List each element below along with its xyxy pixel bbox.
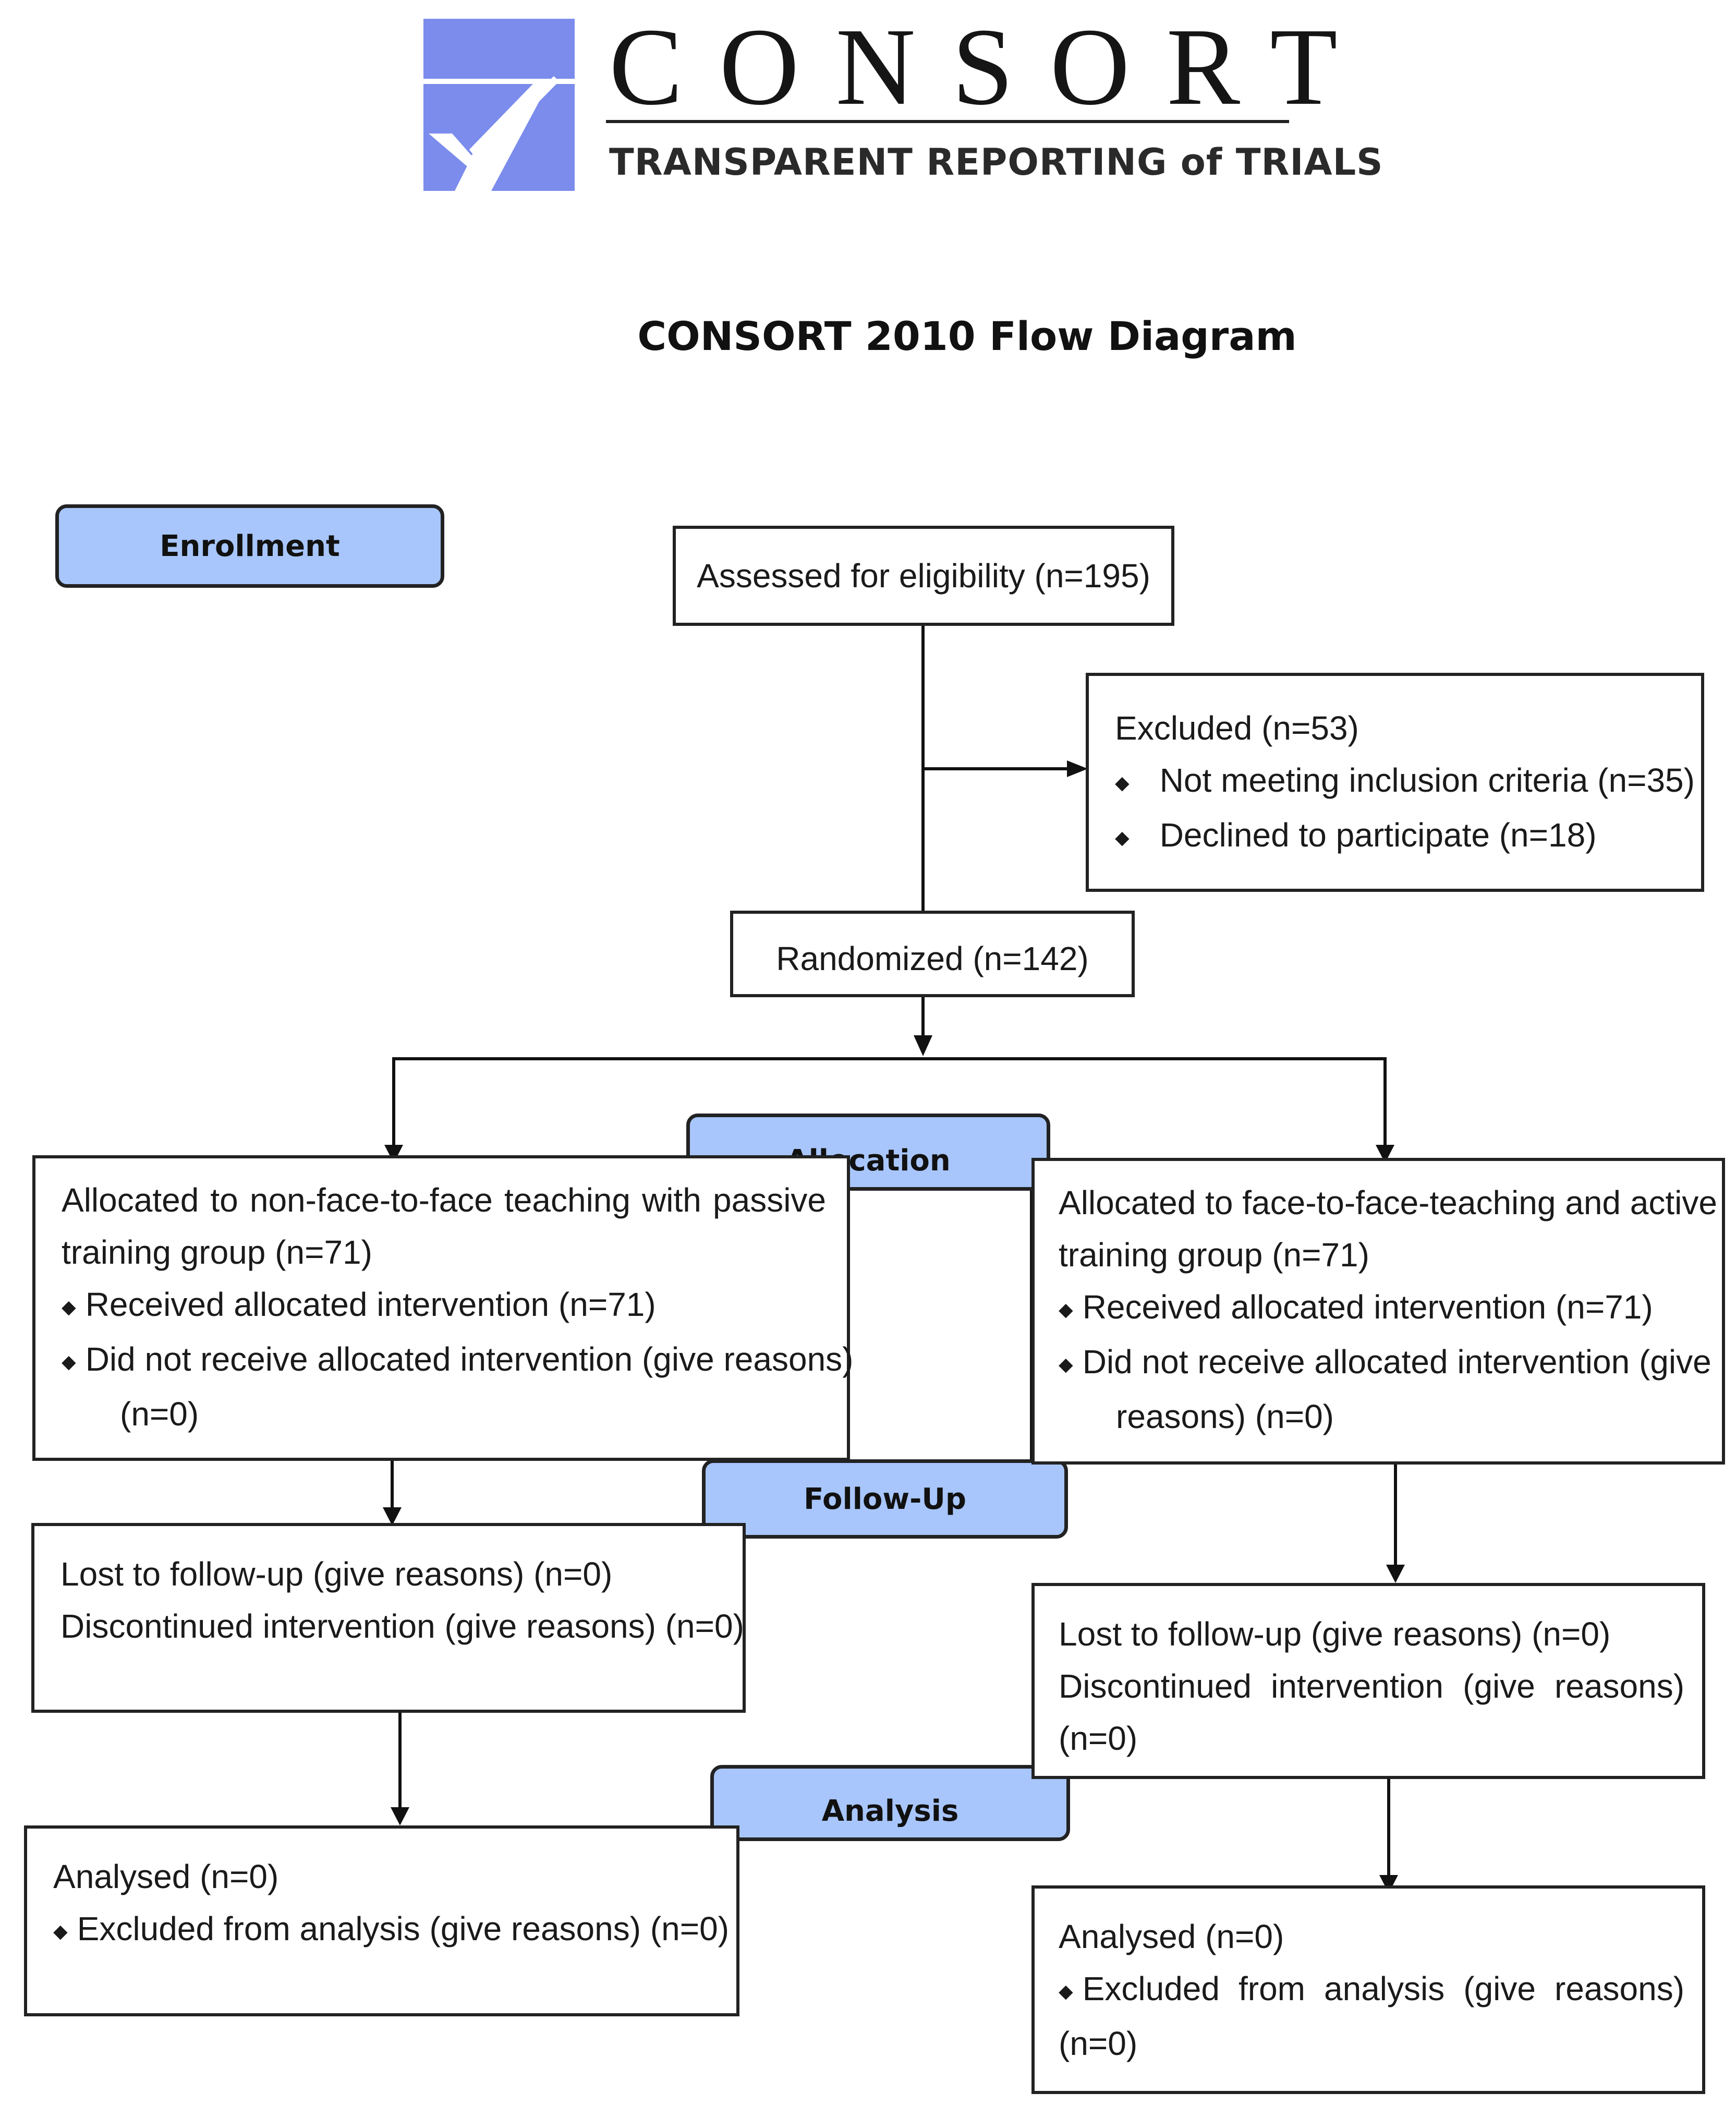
randomized-box: Randomized (n=142) xyxy=(730,911,1135,997)
right-followup-line: Discontinued intervention (give reasons) xyxy=(1059,1667,1684,1705)
bullet-icon: ◆ xyxy=(1115,772,1130,794)
consort-checkmark-icon xyxy=(423,19,575,191)
diagram-title: CONSORT 2010 Flow Diagram xyxy=(637,313,1297,359)
assessed-text: Assessed for eligibility (n=195) xyxy=(697,557,1150,595)
right-analysis-item: ◆Excluded from analysis (give reasons) xyxy=(1059,1963,1684,2017)
bullet-icon: ◆ xyxy=(1059,1980,1073,2002)
left-analysis-item: ◆Excluded from analysis (give reasons) (… xyxy=(53,1903,736,1957)
bullet-icon: ◆ xyxy=(1115,827,1130,849)
logo-divider xyxy=(606,120,1289,123)
left-allocation-item: ◆Received allocated intervention (n=71) xyxy=(62,1278,847,1333)
bullet-icon: ◆ xyxy=(1059,1353,1073,1375)
right-analysis-title: Analysed (n=0) xyxy=(1059,1918,1284,1955)
right-allocation-line: Allocated to face-to-face-teaching and a… xyxy=(1059,1184,1717,1221)
right-followup-line: Lost to follow-up (give reasons) (n=0) xyxy=(1059,1615,1611,1653)
left-allocation-trailer: (n=0) xyxy=(120,1395,199,1433)
left-followup-line: Discontinued intervention (give reasons)… xyxy=(60,1607,744,1645)
right-followup-box: Lost to follow-up (give reasons) (n=0) D… xyxy=(1031,1583,1705,1779)
left-allocation-line: Allocated to non-face-to-face teaching w… xyxy=(62,1181,826,1219)
left-allocation-box: Allocated to non-face-to-face teaching w… xyxy=(32,1155,853,1461)
excluded-item: ◆Declined to participate (n=18) xyxy=(1115,809,1701,864)
right-analysis-trailer: (n=0) xyxy=(1059,2025,1138,2063)
stage-enrollment: Enrollment xyxy=(55,504,444,588)
consort-wordmark: CONSORT xyxy=(609,5,1374,128)
right-allocation-box: Allocated to face-to-face-teaching and a… xyxy=(1031,1158,1725,1465)
stage-follow-up: Follow-Up xyxy=(702,1459,1068,1539)
connector-split xyxy=(392,1057,1387,1153)
right-allocation-line: training group (n=71) xyxy=(1059,1236,1369,1274)
stage-allocation: Allocation xyxy=(686,1114,1050,1191)
left-allocation-line: training group (n=71) xyxy=(62,1233,372,1271)
left-analysis-box: Analysed (n=0) ◆Excluded from analysis (… xyxy=(24,1825,739,2016)
left-followup-line: Lost to follow-up (give reasons) (n=0) xyxy=(60,1555,613,1593)
consort-tagline: TRANSPARENT REPORTING of TRIALS xyxy=(609,141,1383,184)
excluded-box: Excluded (n=53) ◆Not meeting inclusion c… xyxy=(1086,673,1704,892)
bullet-icon: ◆ xyxy=(1059,1299,1073,1321)
assessed-box: Assessed for eligibility (n=195) xyxy=(673,526,1174,626)
excluded-item: ◆Not meeting inclusion criteria (n=35) xyxy=(1115,754,1701,809)
randomized-text: Randomized (n=142) xyxy=(776,940,1089,977)
bullet-icon: ◆ xyxy=(62,1296,76,1318)
right-analysis-box: Analysed (n=0) ◆Excluded from analysis (… xyxy=(1031,1885,1705,2094)
excluded-title: Excluded (n=53) xyxy=(1115,709,1359,747)
stage-analysis: Analysis xyxy=(710,1765,1070,1841)
bullet-icon: ◆ xyxy=(62,1351,76,1373)
left-analysis-title: Analysed (n=0) xyxy=(53,1858,279,1895)
left-followup-box: Lost to follow-up (give reasons) (n=0) D… xyxy=(31,1523,746,1713)
consort-logo: CONSORT TRANSPARENT REPORTING of TRIALS xyxy=(0,0,1736,209)
right-allocation-item: ◆Received allocated intervention (n=71) xyxy=(1059,1281,1722,1336)
right-followup-line: (n=0) xyxy=(1059,1720,1138,1757)
left-allocation-item: ◆Did not receive allocated intervention … xyxy=(62,1333,853,1388)
right-allocation-item: ◆Did not receive allocated intervention … xyxy=(1059,1336,1711,1390)
right-allocation-trailer: reasons) (n=0) xyxy=(1116,1398,1334,1436)
bullet-icon: ◆ xyxy=(53,1920,68,1942)
